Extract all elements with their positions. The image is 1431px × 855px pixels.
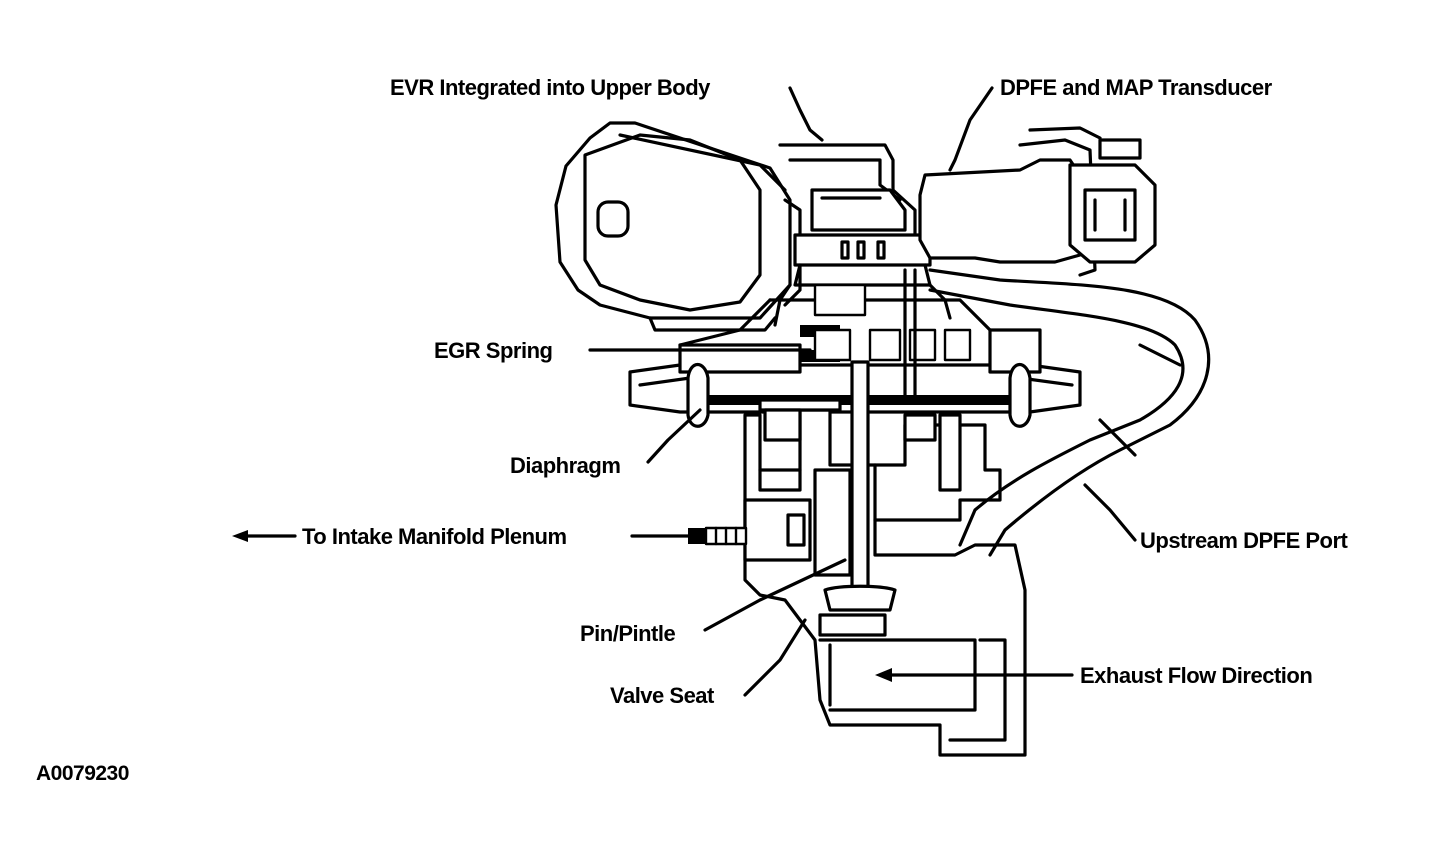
label-exhaust-flow: Exhaust Flow Direction [1080,663,1312,688]
label-intake: To Intake Manifold Plenum [302,524,567,549]
label-evr: EVR Integrated into Upper Body [390,75,711,100]
valve-body [743,360,1027,757]
labels: EVR Integrated into Upper Body DPFE and … [36,75,1349,785]
leader-evr [788,86,824,142]
leader-dpfe [948,86,994,172]
label-diaphragm: Diaphragm [510,453,620,478]
leader-upstream [1083,483,1137,542]
label-dpfe-map: DPFE and MAP Transducer [1000,75,1273,100]
evr-solenoid [554,121,802,332]
intake-nipple [688,528,706,544]
leader-diaphragm [646,408,702,464]
leader-lines [232,86,1137,697]
figure-id: A0079230 [36,762,129,785]
label-egr-spring: EGR Spring [434,338,552,363]
label-pintle: Pin/Pintle [580,621,676,646]
leader-pintle [703,558,847,632]
exhaust-arrow-head [875,668,892,682]
dpfe-map-transducer [918,126,1157,277]
upper-body [773,143,952,327]
leader-valve-seat [743,618,807,697]
label-upstream: Upstream DPFE Port [1140,528,1349,553]
intake-arrow-head [232,530,248,542]
upstream-dpfe-hose [928,268,1211,557]
label-valve-seat: Valve Seat [610,683,715,708]
